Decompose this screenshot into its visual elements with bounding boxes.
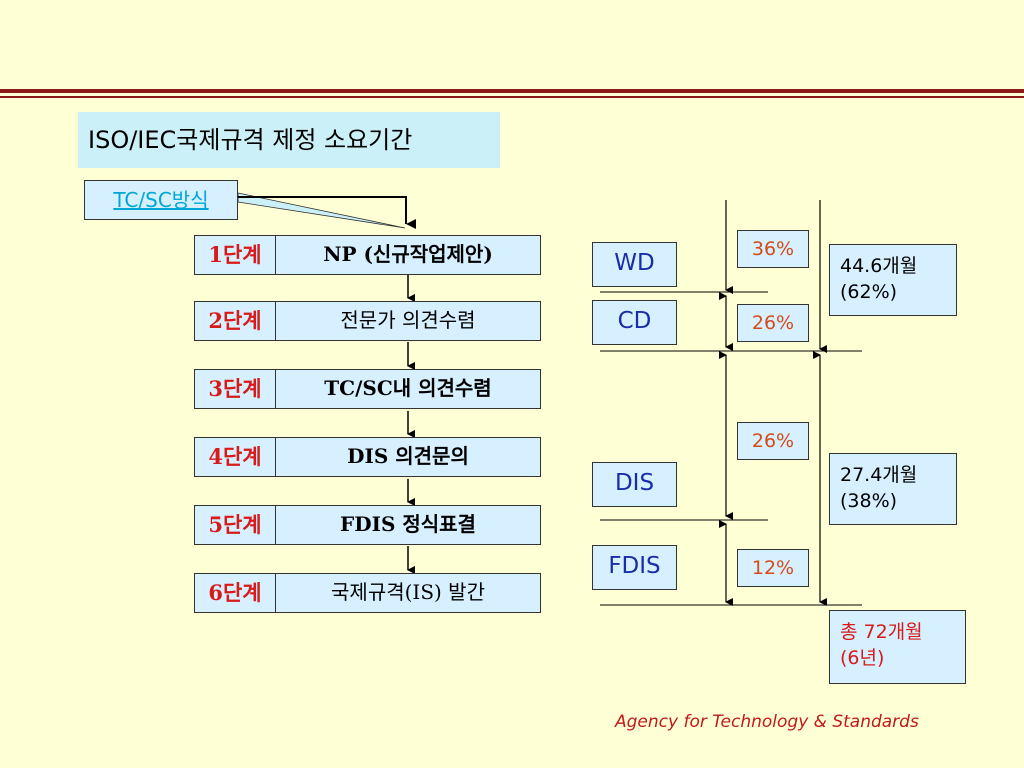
method-connector [238,196,416,229]
duration-first: 44.6개월 (62%) [829,244,957,316]
duration-total: 총 72개월 (6년) [829,610,966,684]
step-6: 6단계 국제규격(IS) 발간 [194,573,541,613]
stage-fdis: FDIS [592,545,677,590]
duration-total-months: 총 72개월 [840,621,923,643]
step-2-text: 전문가 의견수렴 [340,308,476,332]
step-5-number: 5단계 [195,506,276,544]
top-rule-thin [0,96,1024,98]
stage-cd: CD [592,300,677,345]
duration-first-percent: (62%) [840,281,898,303]
pct-fdis: 12% [737,549,809,587]
duration-second-percent: (38%) [840,490,898,512]
pct-dis: 26% [737,422,809,460]
method-label-link[interactable]: TC/SC방식 [84,180,238,220]
stage-dis: DIS [592,462,677,507]
duration-second-months: 27.4개월 [840,464,918,486]
step-6-text: 국제규격(IS) 발간 [331,580,485,604]
step-2: 2단계 전문가 의견수렴 [194,301,541,341]
step-4-number: 4단계 [195,438,276,476]
duration-second: 27.4개월 (38%) [829,453,957,525]
step-6-number: 6단계 [195,574,276,612]
step-3-text: TC/SC내 의견수렴 [324,376,492,400]
step-1-text: NP (신규작업제안) [323,242,493,266]
page-title: ISO/IEC국제규격 제정 소요기간 [78,112,500,168]
footer-agency: Agency for Technology & Standards [615,712,919,732]
step-5: 5단계 FDIS 정식표결 [194,505,541,545]
duration-first-months: 44.6개월 [840,255,918,277]
step-4-text: DIS 의견문의 [347,444,469,468]
step-4: 4단계 DIS 의견문의 [194,437,541,477]
step-1: 1단계 NP (신규작업제안) [194,235,541,275]
step-2-number: 2단계 [195,302,276,340]
step-3: 3단계 TC/SC내 의견수렴 [194,369,541,409]
callout-wedge [237,192,406,229]
stage-wd: WD [592,242,677,287]
top-rule-thick [0,89,1024,93]
duration-total-years: (6년) [840,647,885,669]
step-1-number: 1단계 [195,236,276,274]
pct-wd: 36% [737,230,809,268]
step-3-number: 3단계 [195,370,276,408]
step-5-text: FDIS 정식표결 [340,512,476,536]
pct-cd: 26% [737,304,809,342]
